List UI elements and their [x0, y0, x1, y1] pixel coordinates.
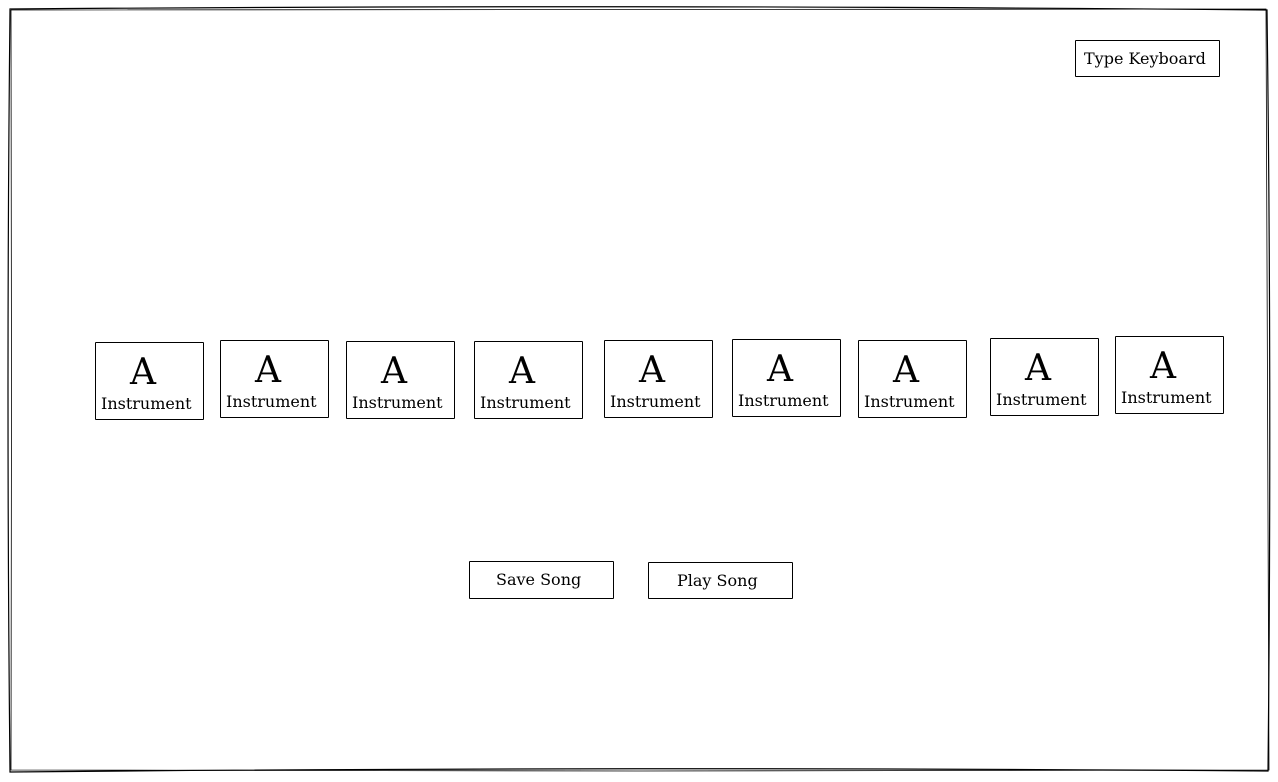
type-keyboard-label: Type Keyboard — [1084, 48, 1206, 68]
type-keyboard-button[interactable]: Type Keyboard — [1075, 40, 1220, 77]
key-label: Instrument — [864, 392, 955, 411]
key-letter: A — [1150, 346, 1176, 387]
key-letter: A — [130, 352, 156, 393]
key-label: Instrument — [352, 393, 443, 412]
key-letter: A — [1025, 348, 1051, 389]
key-label: Instrument — [996, 390, 1087, 409]
key-label: Instrument — [1121, 388, 1212, 407]
key-label: Instrument — [226, 392, 317, 411]
key-letter: A — [639, 350, 665, 391]
key-label: Instrument — [101, 394, 192, 413]
key-letter: A — [893, 350, 919, 391]
key-label: Instrument — [610, 392, 701, 411]
save-song-button[interactable]: Save Song — [469, 561, 614, 599]
instrument-key-5[interactable]: A Instrument — [604, 340, 713, 418]
instrument-key-9[interactable]: A Instrument — [1115, 336, 1224, 414]
key-letter: A — [255, 350, 281, 391]
key-letter: A — [381, 351, 407, 392]
instrument-key-3[interactable]: A Instrument — [346, 341, 455, 419]
key-letter: A — [767, 349, 793, 390]
instrument-key-2[interactable]: A Instrument — [220, 340, 329, 418]
instrument-key-4[interactable]: A Instrument — [474, 341, 583, 419]
key-letter: A — [509, 351, 535, 392]
play-song-label: Play Song — [677, 570, 758, 590]
instrument-key-8[interactable]: A Instrument — [990, 338, 1099, 416]
key-label: Instrument — [738, 391, 829, 410]
key-label: Instrument — [480, 393, 571, 412]
play-song-button[interactable]: Play Song — [648, 562, 793, 599]
instrument-key-6[interactable]: A Instrument — [732, 339, 841, 417]
instrument-key-1[interactable]: A Instrument — [95, 342, 204, 420]
save-song-label: Save Song — [496, 570, 582, 589]
instrument-key-7[interactable]: A Instrument — [858, 340, 967, 418]
